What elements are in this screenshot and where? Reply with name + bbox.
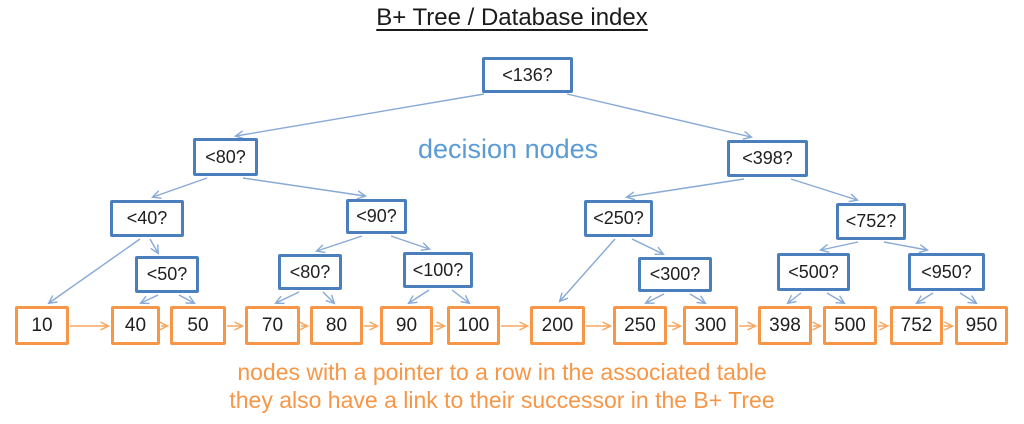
caption-line-1: nodes with a pointer to a row in the ass… bbox=[237, 359, 767, 385]
edge-100-to-leaf90 bbox=[409, 289, 430, 303]
edge-752-to-950 bbox=[883, 241, 927, 250]
edge-80-to-90 bbox=[242, 177, 365, 196]
decision-node-250: <250? bbox=[584, 200, 653, 237]
edge-398-to-752 bbox=[790, 178, 857, 200]
decision-node-950: <950? bbox=[908, 253, 985, 291]
leaf-node-40: 40 bbox=[111, 306, 160, 345]
decision-node-100: <100? bbox=[403, 252, 473, 288]
leaf-node-90: 90 bbox=[380, 306, 433, 345]
leaf-node-80: 80 bbox=[310, 306, 363, 345]
edge-100-to-leaf100 bbox=[451, 289, 469, 303]
leaf-node-100: 100 bbox=[447, 306, 500, 345]
edge-50-to-leaf40 bbox=[141, 294, 159, 303]
caption-line-2: they also have a link to their successor… bbox=[229, 387, 775, 413]
leaf-node-50: 50 bbox=[170, 306, 226, 345]
edge-950-to-leaf752 bbox=[917, 292, 934, 303]
edge-752-to-500 bbox=[821, 241, 859, 250]
edge-90-to-80b bbox=[317, 235, 363, 251]
edge-40-to-50 bbox=[149, 238, 158, 253]
leaf-node-10: 10 bbox=[15, 306, 69, 345]
decision-node-50: <50? bbox=[135, 256, 199, 293]
leaf-node-500: 500 bbox=[823, 306, 877, 345]
leaf-node-70: 70 bbox=[245, 306, 300, 345]
decision-node-80: <80? bbox=[193, 138, 258, 176]
decision-node-136: <136? bbox=[482, 57, 573, 93]
edge-40-to-leaf10 bbox=[49, 238, 141, 303]
decision-node-300: <300? bbox=[638, 257, 712, 292]
decision-node-90: <90? bbox=[346, 199, 407, 234]
leaf-node-752: 752 bbox=[890, 306, 943, 345]
edge-950-to-leaf950 bbox=[959, 292, 976, 303]
diagram-title: B+ Tree / Database index bbox=[376, 4, 648, 31]
leaf-node-250: 250 bbox=[613, 306, 667, 345]
leaf-node-300: 300 bbox=[683, 306, 738, 345]
edge-50-to-leaf50 bbox=[178, 294, 194, 303]
leaf-node-950: 950 bbox=[955, 306, 1008, 345]
decision-node-40: <40? bbox=[110, 200, 184, 237]
edge-root-to-80 bbox=[236, 93, 485, 136]
decision-node-398: <398? bbox=[727, 140, 808, 177]
edge-250-to-leaf200 bbox=[560, 238, 616, 301]
edge-300-to-leaf250 bbox=[646, 293, 665, 303]
leaf-node-200: 200 bbox=[530, 306, 585, 345]
edge-398-to-250 bbox=[627, 178, 745, 197]
edge-250-to-300 bbox=[631, 238, 663, 254]
edge-300-to-leaf300 bbox=[689, 293, 705, 303]
edge-90-to-100 bbox=[390, 235, 429, 249]
edge-root-to-398 bbox=[566, 93, 751, 137]
tree-edges bbox=[49, 93, 976, 303]
decision-node-500: <500? bbox=[777, 253, 850, 291]
decision-node-752: <752? bbox=[836, 203, 906, 240]
edge-500-to-leaf398 bbox=[788, 292, 802, 303]
leaf-node-398: 398 bbox=[758, 306, 812, 345]
edge-80-to-40 bbox=[153, 177, 208, 197]
leaf-nodes-caption: nodes with a pointer to a row in the ass… bbox=[0, 358, 1004, 414]
edge-500-to-leaf500 bbox=[826, 292, 844, 303]
edge-80b-to-leaf70 bbox=[276, 291, 300, 303]
edge-80b-to-leaf80 bbox=[322, 291, 334, 303]
decision-nodes-annotation: decision nodes bbox=[418, 134, 599, 164]
decision-node-80b: <80? bbox=[278, 254, 342, 290]
